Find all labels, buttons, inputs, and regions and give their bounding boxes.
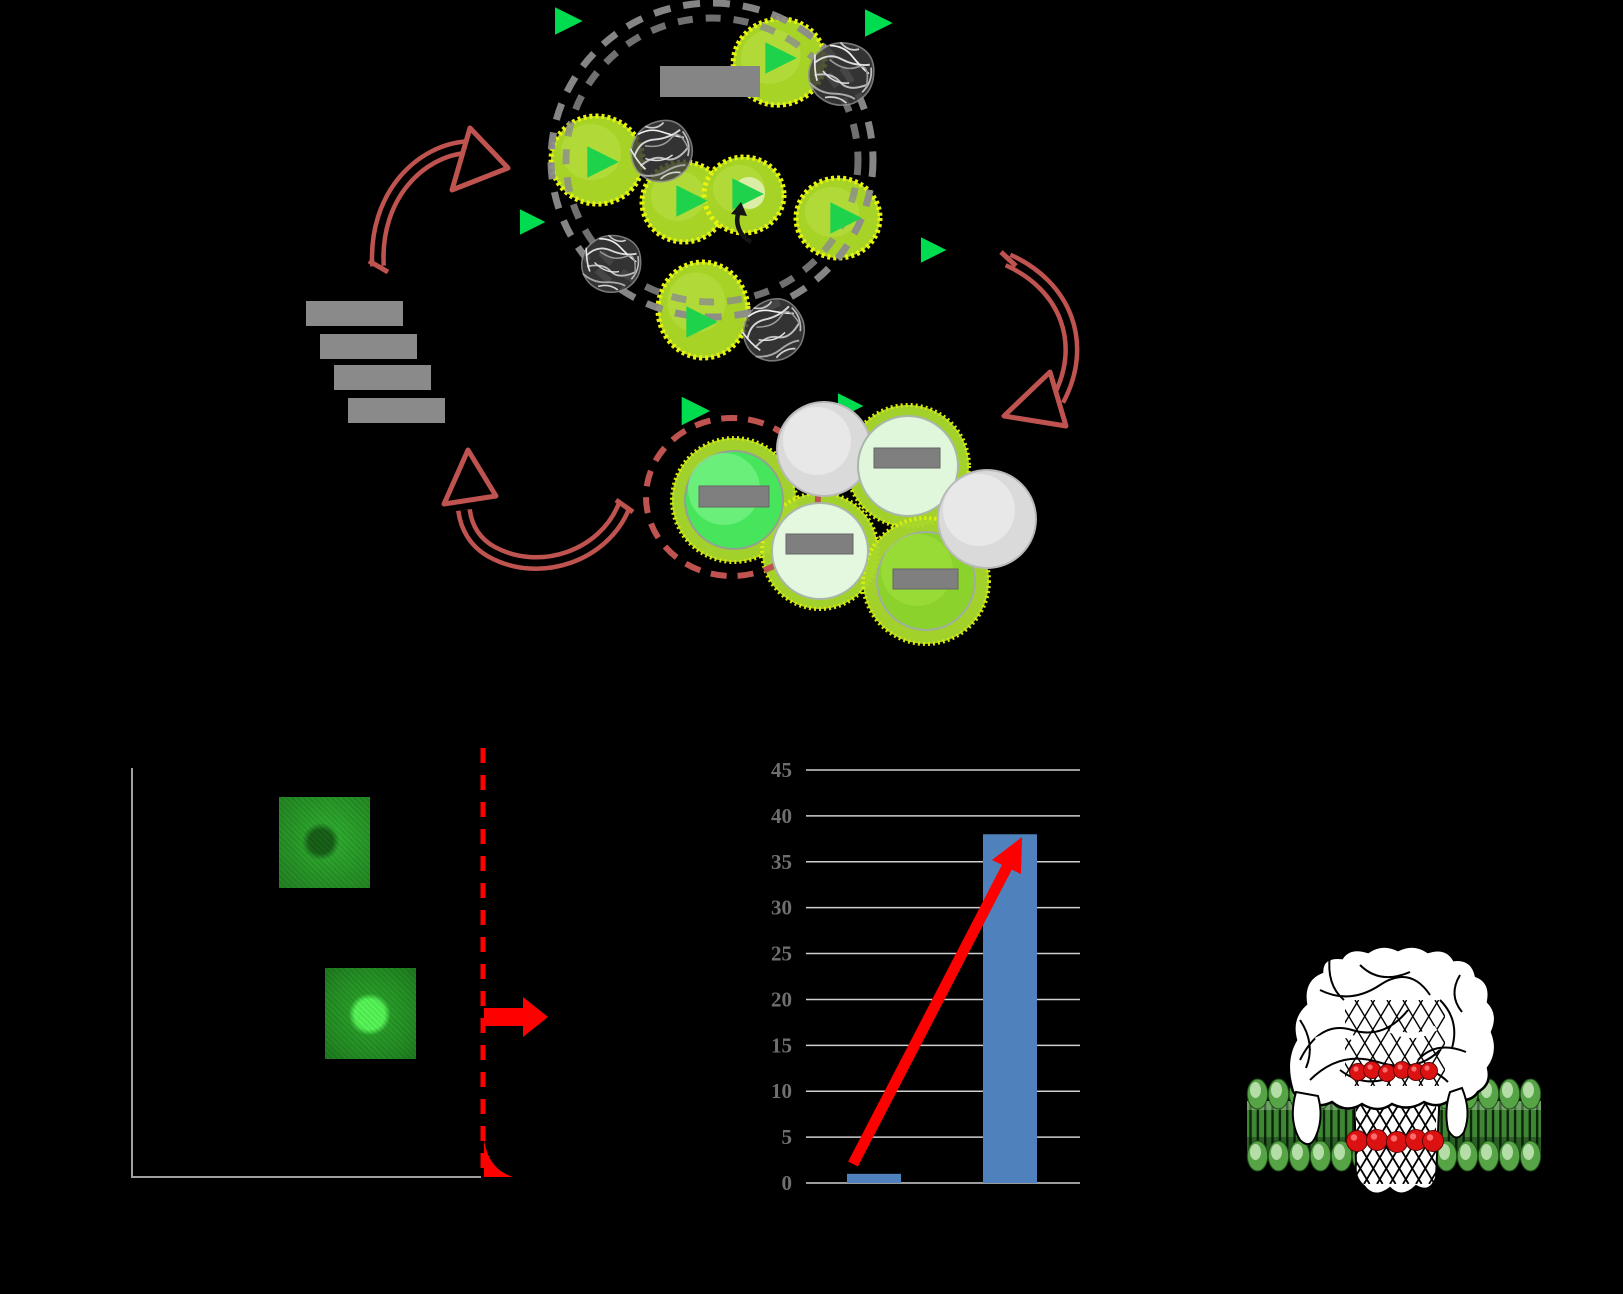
green-cell: [876, 531, 976, 631]
lipid-head-highlight: [1292, 1144, 1303, 1160]
positive-droplet-image: [325, 968, 416, 1059]
protein-structure-icon: [574, 227, 649, 301]
stacked-bar: [348, 398, 445, 423]
pore-protein: [1287, 945, 1567, 1195]
hatch-line: [1515, 1000, 1567, 1086]
hatch-line: [1499, 1000, 1551, 1086]
y-tick-label: 45: [771, 758, 792, 782]
residue-sphere: [1346, 1130, 1368, 1152]
free-gfp-triangle-icon: [555, 7, 583, 35]
y-tick-label: 20: [771, 987, 792, 1011]
residue-sphere: [1366, 1129, 1388, 1151]
label-bar: [698, 485, 770, 508]
droplet-plot-axes: [131, 768, 481, 1178]
stacked-bars: [306, 301, 445, 423]
cycle-arrow-right: [999, 250, 1080, 429]
residue-highlight: [1370, 1133, 1378, 1140]
data-bar: [847, 1173, 901, 1183]
y-tick-label: 10: [771, 1079, 792, 1103]
scale-bar: [660, 66, 760, 97]
bright-green-cell: [684, 450, 784, 550]
lipid-head-highlight: [1271, 1144, 1282, 1160]
cell-cluster-panel: [643, 401, 1037, 646]
label-bar: [892, 568, 959, 590]
cycle-arrow-left: [367, 125, 511, 275]
histogram-peak: [484, 1140, 513, 1177]
residue-sphere: [1378, 1064, 1396, 1082]
lipid-head-highlight: [1313, 1144, 1324, 1160]
increase-arrow-head: [992, 837, 1022, 874]
residue-sphere: [1363, 1061, 1381, 1079]
hatch-line: [1499, 1000, 1551, 1086]
residue-highlight: [1397, 1064, 1403, 1070]
vesicle-membrane-outer-dashed-circle: [547, 0, 877, 321]
lipid-head-highlight: [1334, 1144, 1345, 1160]
sort-arrow: [484, 997, 548, 1037]
lipid-head-highlight: [1523, 1082, 1534, 1098]
residue-highlight: [1367, 1064, 1373, 1070]
y-tick-label: 40: [771, 804, 792, 828]
protein-loop: [1445, 1086, 1469, 1139]
residue-highlight: [1426, 1134, 1434, 1141]
gray-cell: [937, 469, 1037, 569]
cycle-panel: [306, 0, 1080, 571]
y-tick-label: 35: [771, 850, 792, 874]
protein-cap: [1287, 945, 1497, 1111]
increase-arrow: [848, 864, 1012, 1167]
pale-green-cell: [771, 502, 869, 600]
hatch-line: [1345, 1000, 1392, 1078]
sorting-bar-chart: 0 5 10 15 20 25 30 35 40 45: [771, 758, 1080, 1195]
lipid-head-highlight: [1481, 1144, 1492, 1160]
residue-sphere: [1420, 1062, 1438, 1080]
hatch-line: [1345, 1000, 1376, 1051]
residue-sphere: [1422, 1130, 1444, 1152]
residue-highlight: [1424, 1065, 1430, 1071]
hatch-line: [1434, 1000, 1445, 1019]
label-bar: [873, 447, 941, 469]
free-gfp-triangle-icon: [865, 9, 893, 37]
residue-highlight: [1409, 1133, 1417, 1140]
hatch-line: [1415, 1148, 1436, 1184]
encapsulated-cell: [655, 259, 751, 361]
label-bar: [785, 533, 854, 555]
y-tick-label: 5: [782, 1125, 793, 1149]
free-gfp-triangle-icon: [519, 209, 546, 235]
lipid-head-highlight: [1250, 1082, 1261, 1098]
lipid-head-highlight: [1250, 1144, 1261, 1160]
residue-highlight: [1411, 1066, 1417, 1072]
pale-green-cell: [857, 415, 959, 517]
lipid-head-highlight: [1523, 1144, 1534, 1160]
free-gfp-triangle-icon: [920, 237, 947, 263]
stacked-bar: [334, 365, 431, 390]
highlight-dashed-circle: [643, 415, 821, 579]
residue-highlight: [1382, 1067, 1388, 1073]
vesicle-membrane-inner-dashed-circle: [562, 14, 862, 306]
lipid-head-highlight: [1502, 1082, 1513, 1098]
residue-highlight: [1350, 1134, 1358, 1141]
residue-sphere: [1386, 1131, 1408, 1153]
y-tick-label: 25: [771, 942, 792, 966]
hatch-line: [1515, 1000, 1567, 1086]
stacked-bar: [320, 334, 417, 359]
gray-cell: [776, 401, 872, 497]
y-tick-label: 0: [782, 1171, 793, 1195]
uptake-arrow: [731, 202, 753, 244]
lipid-head-highlight: [1502, 1144, 1513, 1160]
hatch-line: [1345, 1000, 1360, 1025]
y-tick-label: 30: [771, 896, 792, 920]
negative-droplet-image: [279, 797, 370, 888]
binding-residues: [1346, 1061, 1444, 1153]
residue-highlight: [1390, 1135, 1398, 1142]
residue-highlight: [1353, 1066, 1359, 1072]
droplet-plot-panel: [131, 748, 548, 1178]
cycle-arrow-bottom: [441, 447, 635, 571]
protein-loop: [1291, 1090, 1322, 1146]
y-tick-label: 15: [771, 1033, 792, 1057]
hatch-line: [1434, 1067, 1445, 1086]
lipid-head-highlight: [1439, 1144, 1450, 1160]
stacked-bar: [306, 301, 403, 326]
lipid-head-highlight: [1271, 1082, 1282, 1098]
membrane-protein-panel: [1246, 945, 1567, 1195]
lipid-head-highlight: [1460, 1144, 1471, 1160]
